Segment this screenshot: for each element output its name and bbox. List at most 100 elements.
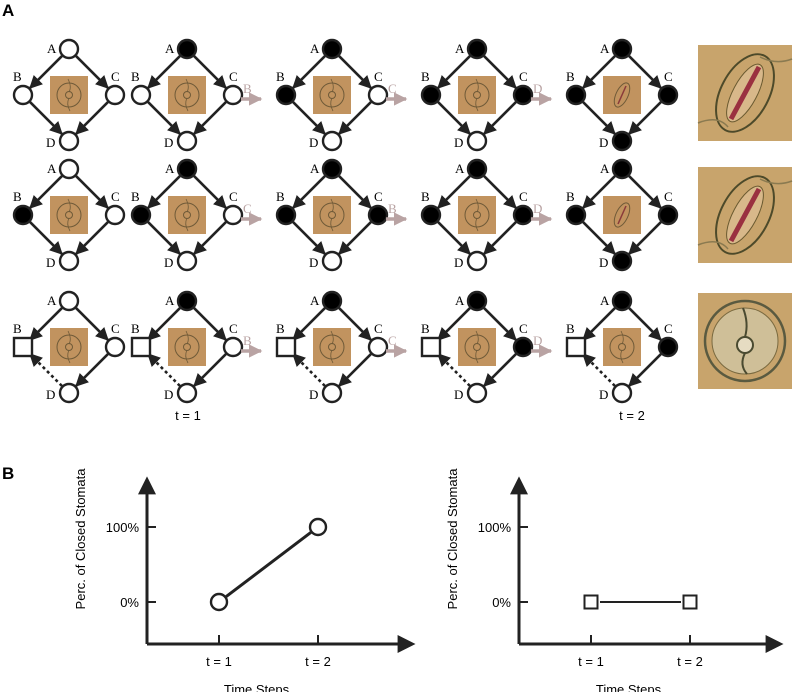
node-D <box>176 130 198 152</box>
stoma-seam <box>185 330 189 364</box>
node-D-label: D <box>46 135 55 150</box>
node-C-label: C <box>519 189 528 204</box>
node-B <box>275 336 297 358</box>
node-D-label: D <box>164 135 173 150</box>
edge-B-D <box>582 221 616 255</box>
stoma-photo-row2 <box>697 167 793 263</box>
transition-row1-1: B <box>241 81 263 106</box>
edge-A-C <box>483 55 517 89</box>
node-A <box>58 38 80 60</box>
node-A-label: A <box>165 293 175 308</box>
x-tick-label: t = 2 <box>305 654 331 669</box>
edge-A-C <box>193 175 227 209</box>
edge-C-D <box>483 101 517 135</box>
node-B <box>565 204 587 226</box>
edge-A-C <box>628 307 662 341</box>
stoma-photo-row1 <box>697 45 793 141</box>
stoma-guard-cells <box>609 334 635 360</box>
edge-A-C <box>75 55 109 89</box>
node-B <box>565 336 587 358</box>
node-D-label: D <box>599 387 608 402</box>
node-A <box>611 290 633 312</box>
transition-row3-1: B <box>241 333 263 358</box>
stoma-seam <box>330 330 334 364</box>
stoma-seam <box>475 330 479 364</box>
node-C <box>222 336 244 358</box>
edge-C-D <box>75 101 109 135</box>
closed-pore <box>728 65 762 121</box>
stoma-guard-cells <box>613 202 631 228</box>
node-D-label: D <box>599 255 608 270</box>
edge-A-B <box>292 55 326 89</box>
cell-wall-lines <box>697 56 793 128</box>
edge-C-D <box>193 101 227 135</box>
edge-A-C <box>338 55 372 89</box>
closed-pore <box>728 187 762 243</box>
node-D <box>466 382 488 404</box>
node-D <box>321 130 343 152</box>
node-B <box>130 84 152 106</box>
node-C-label: C <box>111 321 120 336</box>
y-axis-label: Perc. of Closed Stomata <box>445 468 460 610</box>
node-B-label: B <box>13 69 22 84</box>
edge-A-B <box>437 55 471 89</box>
edge-A-C <box>628 55 662 89</box>
node-C-label: C <box>229 321 238 336</box>
node-C-label: C <box>374 189 383 204</box>
transition-label: D <box>533 333 542 348</box>
edge-C-D <box>193 353 227 387</box>
transition-row3-2: C <box>386 333 408 358</box>
node-D-label: D <box>599 135 608 150</box>
node-A <box>611 158 633 180</box>
edge-A-C <box>628 175 662 209</box>
edge-C-D <box>483 221 517 255</box>
time-label-t2: t = 2 <box>619 408 645 423</box>
data-point-1 <box>583 594 599 610</box>
edge-C-D <box>75 353 109 387</box>
edge-C-D <box>628 101 662 135</box>
edge-C-D <box>338 221 372 255</box>
node-A <box>176 158 198 180</box>
stoma-guard-cells <box>319 82 345 108</box>
x-tick-label: t = 2 <box>677 654 703 669</box>
edge-C-D <box>628 221 662 255</box>
guard-cell-seam <box>741 307 748 375</box>
node-A-label: A <box>455 41 465 56</box>
node-D <box>466 130 488 152</box>
guard-cell-outline <box>703 299 787 383</box>
node-A-label: A <box>310 41 320 56</box>
node-C <box>222 84 244 106</box>
node-D-label: D <box>46 387 55 402</box>
edge-C-D <box>628 353 662 387</box>
node-A-label: A <box>165 161 175 176</box>
edge-B-D <box>582 353 616 387</box>
transition-row2-2: B <box>386 201 408 226</box>
node-B-label: B <box>131 69 140 84</box>
stoma-guard-cells <box>174 202 200 228</box>
edge-A-C <box>193 55 227 89</box>
edge-C-D <box>75 221 109 255</box>
series-line <box>225 531 312 598</box>
edge-A-C <box>483 175 517 209</box>
y-tick-label: 100% <box>106 520 140 535</box>
x-tick-label: t = 1 <box>578 654 604 669</box>
node-C-label: C <box>519 321 528 336</box>
edge-C-D <box>483 353 517 387</box>
node-D <box>176 382 198 404</box>
node-D-label: D <box>309 135 318 150</box>
node-C <box>512 336 534 358</box>
edge-C-D <box>338 101 372 135</box>
edge-B-D <box>292 101 326 135</box>
x-axis-label: Time Steps <box>224 682 290 692</box>
transition-row1-3: D <box>531 81 553 106</box>
transition-label: B <box>388 201 397 216</box>
node-C-label: C <box>519 69 528 84</box>
node-C <box>657 336 679 358</box>
node-A-label: A <box>600 161 610 176</box>
